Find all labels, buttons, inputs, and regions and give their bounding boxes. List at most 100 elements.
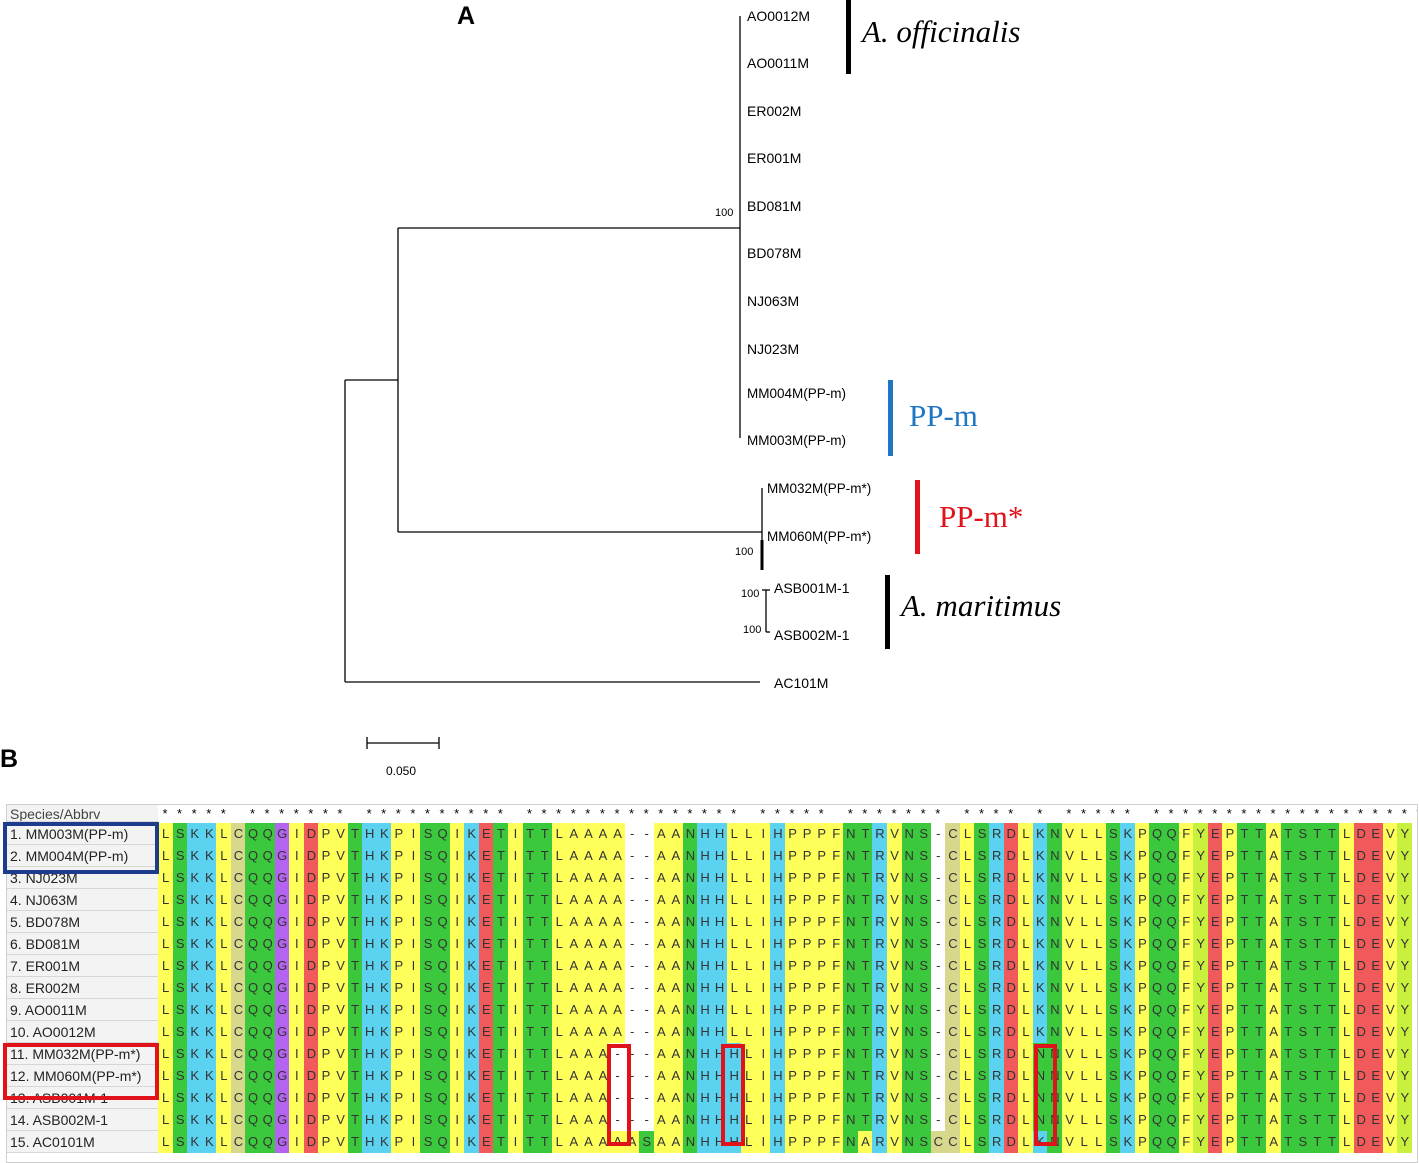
residue-cell: C — [230, 1131, 247, 1153]
residue-cell: L — [216, 999, 232, 1021]
residue-cell: R — [989, 1087, 1005, 1109]
residue-cell: T — [857, 911, 873, 933]
residue-cell: I — [289, 999, 305, 1021]
residue-cell: H — [770, 1021, 786, 1043]
residue-cell: T — [493, 867, 509, 889]
residue-cell: A — [580, 823, 596, 845]
residue-cell: T — [857, 1021, 873, 1043]
residue-cell: T — [1236, 955, 1253, 977]
residue-cell: L — [551, 1043, 567, 1065]
residue-cell: A — [1266, 1109, 1282, 1131]
residue-cell: P — [318, 1021, 334, 1043]
residue-cell: P — [784, 1131, 801, 1153]
residue-cell: L — [1076, 845, 1092, 867]
residue-cell: V — [887, 845, 903, 867]
residue-cell: P — [784, 999, 801, 1021]
residue-cell: V — [1382, 1131, 1398, 1153]
residue-cell: V — [1061, 1087, 1078, 1109]
residue-cell: Y — [1397, 977, 1413, 999]
residue-cell: A — [580, 933, 596, 955]
residue-cell: P — [1222, 999, 1238, 1021]
residue-cell: N — [1047, 867, 1063, 889]
residue-cell: I — [289, 823, 305, 845]
residue-cell: L — [959, 845, 976, 867]
residue-cell: D — [1003, 999, 1019, 1021]
residue-cell: T — [493, 1043, 509, 1065]
residue-cell: L — [1018, 911, 1034, 933]
residue-cell: P — [318, 1065, 334, 1087]
residue-cell: S — [420, 1131, 436, 1153]
residue-cell: P — [1222, 867, 1238, 889]
residue-cell: P — [1222, 1021, 1238, 1043]
residue-cell: G — [274, 823, 290, 845]
residue-cell: P — [1222, 955, 1238, 977]
residue-cell: L — [1091, 889, 1107, 911]
residue-cell: T — [522, 845, 538, 867]
residue-cell: S — [420, 911, 436, 933]
residue-cell: V — [1061, 1131, 1078, 1153]
residue-cell: G — [274, 1087, 290, 1109]
residue-cell: F — [1178, 889, 1194, 911]
residue-cell: Q — [1164, 1087, 1180, 1109]
residue-cell: I — [405, 1065, 422, 1087]
residue-cell: K — [201, 977, 217, 999]
conservation-star: * — [1197, 806, 1203, 821]
residue-cell: K — [464, 999, 480, 1021]
residue-cell: H — [726, 1043, 742, 1065]
residue-cell: A — [595, 823, 611, 845]
residue-cell: T — [1324, 1087, 1340, 1109]
residue-cell: K — [201, 867, 217, 889]
residue-cell: T — [493, 1021, 509, 1043]
residue-cell: V — [1061, 1043, 1078, 1065]
residue-cell: P — [391, 977, 407, 999]
residue-cell: K — [1120, 889, 1136, 911]
residue-cell: L — [158, 823, 174, 845]
residue-cell: V — [1061, 1109, 1078, 1131]
sequence-name: 1. MM003M(PP-m) — [7, 823, 158, 845]
residue-cell: F — [828, 1131, 844, 1153]
residue-cell: P — [1222, 889, 1238, 911]
residue-cell: T — [1324, 999, 1340, 1021]
residue-cell: L — [741, 1021, 757, 1043]
residue-cell: Y — [1193, 1087, 1209, 1109]
conservation-star: * — [1358, 806, 1364, 821]
residue-cell: Q — [245, 1131, 261, 1153]
residue-cell: I — [405, 823, 422, 845]
residue-cell: I — [289, 889, 305, 911]
tip-label: ASB001M-1 — [774, 580, 850, 596]
residue-cell: A — [653, 1065, 669, 1087]
residue-cell: T — [537, 999, 553, 1021]
conservation-star: * — [760, 806, 766, 821]
residue-cell: K — [376, 999, 392, 1021]
residue-cell: P — [799, 1087, 815, 1109]
residue-cell: C — [230, 911, 247, 933]
conservation-star: * — [643, 806, 649, 821]
residue-cell: D — [303, 911, 319, 933]
residue-cell: Q — [435, 1087, 451, 1109]
residue-cell: A — [668, 977, 684, 999]
residue-cell: V — [887, 889, 903, 911]
residue-cell: K — [201, 889, 217, 911]
residue-cell: K — [187, 911, 203, 933]
residue-cell: C — [945, 823, 961, 845]
residue-cell: Y — [1193, 977, 1209, 999]
conservation-star: * — [177, 806, 183, 821]
residue-cell: T — [347, 955, 363, 977]
residue-cell: - — [639, 1043, 655, 1065]
residue-cell: A — [668, 911, 684, 933]
residue-cell: V — [332, 823, 349, 845]
residue-cell: T — [1280, 1065, 1296, 1087]
residue-cell: K — [1032, 845, 1048, 867]
residue-cell: Q — [1164, 1043, 1180, 1065]
residue-cell: G — [274, 867, 290, 889]
residue-cell: T — [1251, 1021, 1267, 1043]
residue-cell: I — [405, 889, 422, 911]
residue-cell: R — [872, 867, 888, 889]
residue-cell: V — [887, 1021, 903, 1043]
residue-cell: K — [1120, 999, 1136, 1021]
residue-cell: L — [726, 911, 742, 933]
residue-cell: D — [303, 933, 319, 955]
residue-cell: L — [959, 823, 976, 845]
residue-cell: Y — [1193, 867, 1209, 889]
residue-cell: G — [274, 845, 290, 867]
